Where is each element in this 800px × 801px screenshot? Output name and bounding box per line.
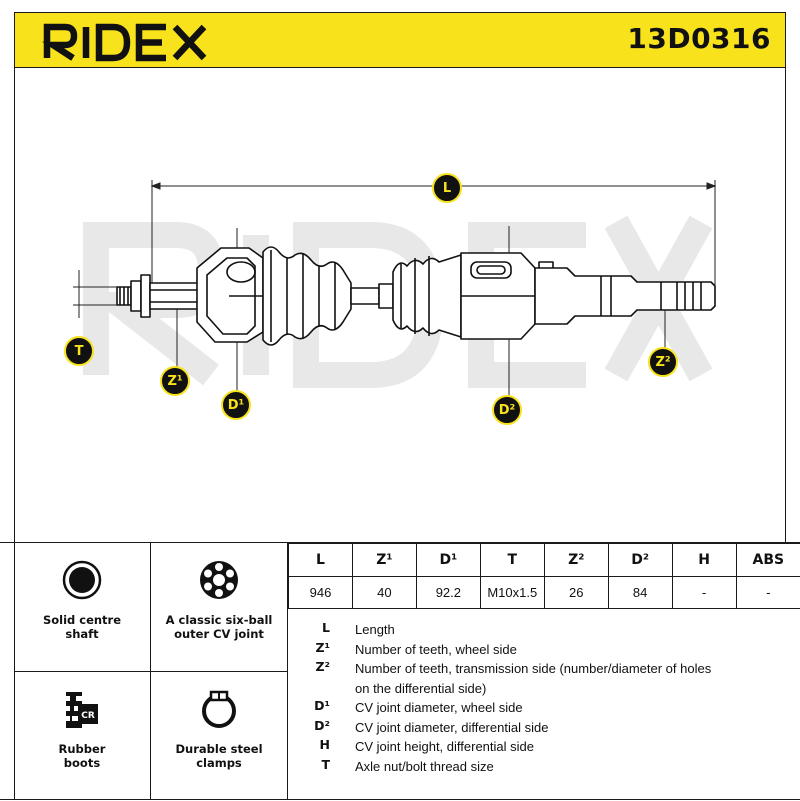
spec-value-D2: 84 — [608, 577, 672, 609]
ridex-logo — [41, 18, 211, 64]
spec-value-Z1: 40 — [352, 577, 416, 609]
header-bar: 13D0316 — [14, 12, 786, 68]
spec-value-row: 946 40 92.2 M10x1.5 26 84 - - — [289, 577, 800, 609]
legend-key: L — [288, 620, 330, 635]
feature-label: A classic six-ball outer CV joint — [163, 613, 275, 641]
spec-value-Z2: 26 — [544, 577, 608, 609]
spec-header-D2: D² — [608, 544, 672, 577]
spec-table: L Z¹ D¹ T Z² D² H ABS 946 40 92.2 M10x1.… — [288, 543, 800, 609]
spec-header-H: H — [672, 544, 736, 577]
spec-header-Z2: Z² — [544, 544, 608, 577]
steel-clamp-icon — [199, 688, 239, 730]
callout-Z1: Z¹ — [160, 366, 190, 396]
feature-steel-clamps: Durable steel clamps — [151, 672, 287, 801]
six-ball-joint-icon — [199, 559, 239, 601]
spec-value-ABS: - — [736, 577, 800, 609]
spec-value-D1: 92.2 — [416, 577, 480, 609]
spec-value-L: 946 — [289, 577, 353, 609]
callout-D2: D² — [492, 395, 522, 425]
legend-desc: Length — [355, 620, 735, 640]
callout-D1: D¹ — [221, 390, 251, 420]
callout-T: T — [64, 336, 94, 366]
callout-L: L — [432, 173, 462, 203]
legend-key: Z¹ — [288, 640, 330, 655]
feature-label: Durable steel clamps — [171, 742, 267, 770]
legend-desc: Axle nut/bolt thread size — [355, 757, 735, 777]
spec-header-row: L Z¹ D¹ T Z² D² H ABS — [289, 544, 800, 577]
part-number: 13D0316 — [627, 22, 771, 55]
legend-key: H — [288, 737, 330, 752]
feature-solid-shaft: Solid centre shaft — [14, 543, 150, 672]
spec-header-D1: D¹ — [416, 544, 480, 577]
spec-header-Z1: Z¹ — [352, 544, 416, 577]
spec-value-H: - — [672, 577, 736, 609]
legend-key: T — [288, 757, 330, 772]
legend-desc: CV joint diameter, differential side — [355, 718, 735, 738]
technical-drawing-panel: L T Z¹ D¹ D² Z² — [14, 68, 786, 542]
legend-desc: CV joint diameter, wheel side — [355, 698, 735, 718]
legend-desc: CV joint height, differential side — [355, 737, 735, 757]
drive-shaft-drawing — [15, 68, 785, 542]
feature-label: Solid centre shaft — [37, 613, 127, 641]
legend-desc: Number of teeth, wheel side — [355, 640, 735, 660]
legend-key: D² — [288, 718, 330, 733]
legend-key: Z² — [288, 659, 330, 674]
spec-header-T: T — [480, 544, 544, 577]
solid-shaft-icon — [62, 559, 102, 601]
legend-desc: Number of teeth, transmission side (numb… — [355, 659, 725, 698]
legend-key: D¹ — [288, 698, 330, 713]
rubber-boot-cr-icon: CR — [62, 688, 102, 730]
feature-rubber-boots: CR Rubber boots — [14, 672, 150, 801]
callout-Z2: Z² — [648, 347, 678, 377]
spec-header-L: L — [289, 544, 353, 577]
spec-value-T: M10x1.5 — [480, 577, 544, 609]
spec-header-ABS: ABS — [736, 544, 800, 577]
feature-six-ball-joint: A classic six-ball outer CV joint — [151, 543, 287, 672]
specification-section: Solid centre shaft A classic six-ball ou… — [0, 542, 800, 800]
svg-text:CR: CR — [81, 711, 95, 721]
feature-label: Rubber boots — [52, 742, 112, 770]
